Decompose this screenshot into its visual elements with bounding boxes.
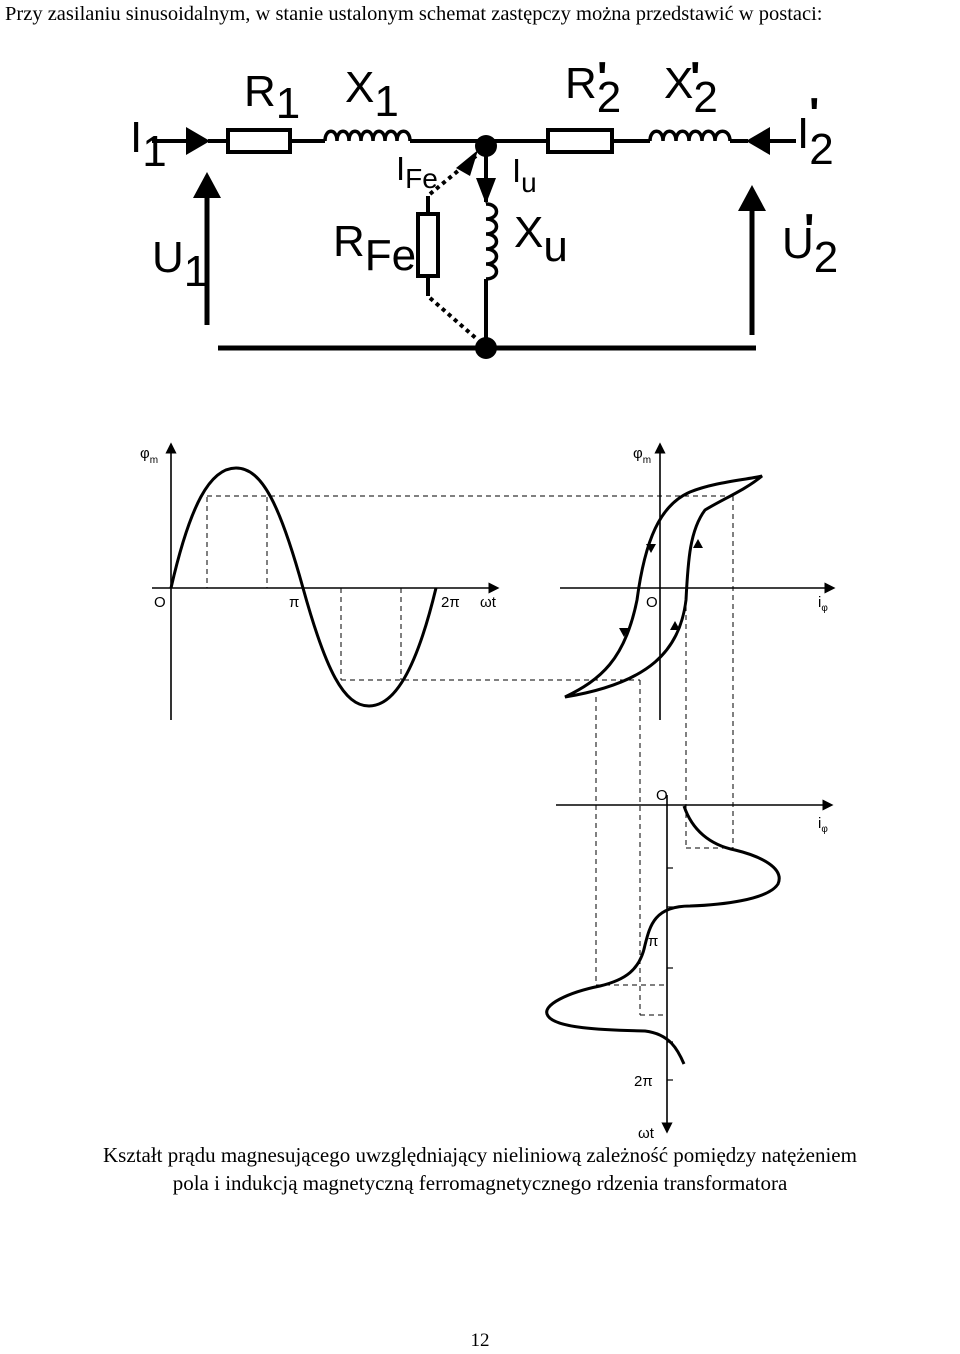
node-top [475, 135, 497, 157]
loop-arrow-up-2 [670, 621, 680, 630]
label-origin-lower: O [656, 787, 668, 804]
label-2pi-lower: 2π [634, 1073, 653, 1090]
page-number: 12 [470, 1330, 490, 1351]
label-r1: R1 [244, 67, 300, 128]
caption-line-2: pola i indukcją magnetyczną ferromagnety… [172, 1171, 788, 1195]
label-2pi-left: 2π [441, 594, 460, 611]
label-origin-left: O [154, 594, 166, 611]
arrow-i1 [186, 127, 210, 155]
label-rfe: RFe [333, 217, 416, 280]
label-current-lower: iφ [818, 815, 828, 835]
label-u1: U1 [152, 233, 208, 296]
equivalent-circuit [152, 127, 796, 359]
label-xu: Xu [514, 208, 568, 271]
arrow-iu [476, 178, 496, 204]
label-pi-left: π [289, 594, 299, 611]
resistor-r2-prime [546, 128, 614, 154]
label-flux-left: φm [140, 445, 158, 466]
graph-labels: φm φm O π 2π ωt O iφ O iφ π 2π ωt [140, 445, 828, 1142]
caption-line-1: Kształt prądu magnesującego uwzględniają… [103, 1143, 857, 1167]
current-horizontal-guides [596, 847, 733, 1016]
label-x1: X1 [345, 63, 399, 126]
label-r2-prime: R2 [565, 59, 621, 122]
inductor-x1 [323, 129, 412, 142]
figure-caption: Kształt prądu magnesującego uwzględniają… [0, 1141, 960, 1197]
arrow-ife [456, 150, 478, 176]
resistor-r1 [226, 128, 292, 154]
intro-paragraph: Przy zasilaniu sinusoidalnym, w stanie u… [5, 3, 823, 25]
label-i2-prime-mark: ' [809, 89, 819, 138]
label-pi-lower: π [648, 933, 658, 950]
label-ife: IFe [396, 150, 438, 194]
circuit-labels: I1 U1 R1 X1 R2 ' X2 ' I2 ' U2 ' IFe RFe … [130, 53, 838, 296]
label-i2-prime: I2 [797, 109, 834, 174]
current-guides [595, 496, 734, 1015]
label-r2-prime-mark: ' [597, 53, 607, 102]
label-origin-right: O [646, 594, 658, 611]
arrow-u1-head [193, 172, 221, 198]
arrow-i2 [746, 127, 770, 155]
loop-arrow-down-2 [619, 628, 629, 637]
dotted-link-rfe-bottom [428, 296, 480, 342]
label-omega-t-left: ωt [480, 594, 497, 611]
inductor-x2-prime [648, 129, 732, 142]
label-current-right: iφ [818, 594, 828, 614]
time-guides [206, 497, 402, 680]
hysteresis-loop [564, 474, 763, 699]
arrow-u2-head [738, 185, 766, 211]
loop-arrow-up [693, 539, 703, 548]
loop-arrow-down [646, 544, 656, 553]
flux-sine-curve [169, 466, 438, 708]
time-ticks [667, 867, 673, 1081]
label-flux-right: φm [633, 445, 651, 466]
magnetizing-current-curve [545, 805, 781, 1065]
label-u2-prime: U2 [782, 219, 838, 282]
inductor-xu [485, 202, 499, 281]
label-x2-prime-mark: ' [690, 53, 700, 102]
label-iu: Iu [512, 152, 537, 198]
magnetizing-graphs [152, 442, 836, 1134]
resistor-rfe [416, 212, 440, 278]
label-i1: I1 [130, 113, 167, 176]
label-u2-prime-mark: ' [804, 205, 814, 254]
label-omega-t-lower: ωt [638, 1125, 655, 1142]
label-x2-prime: X2 [664, 59, 718, 122]
